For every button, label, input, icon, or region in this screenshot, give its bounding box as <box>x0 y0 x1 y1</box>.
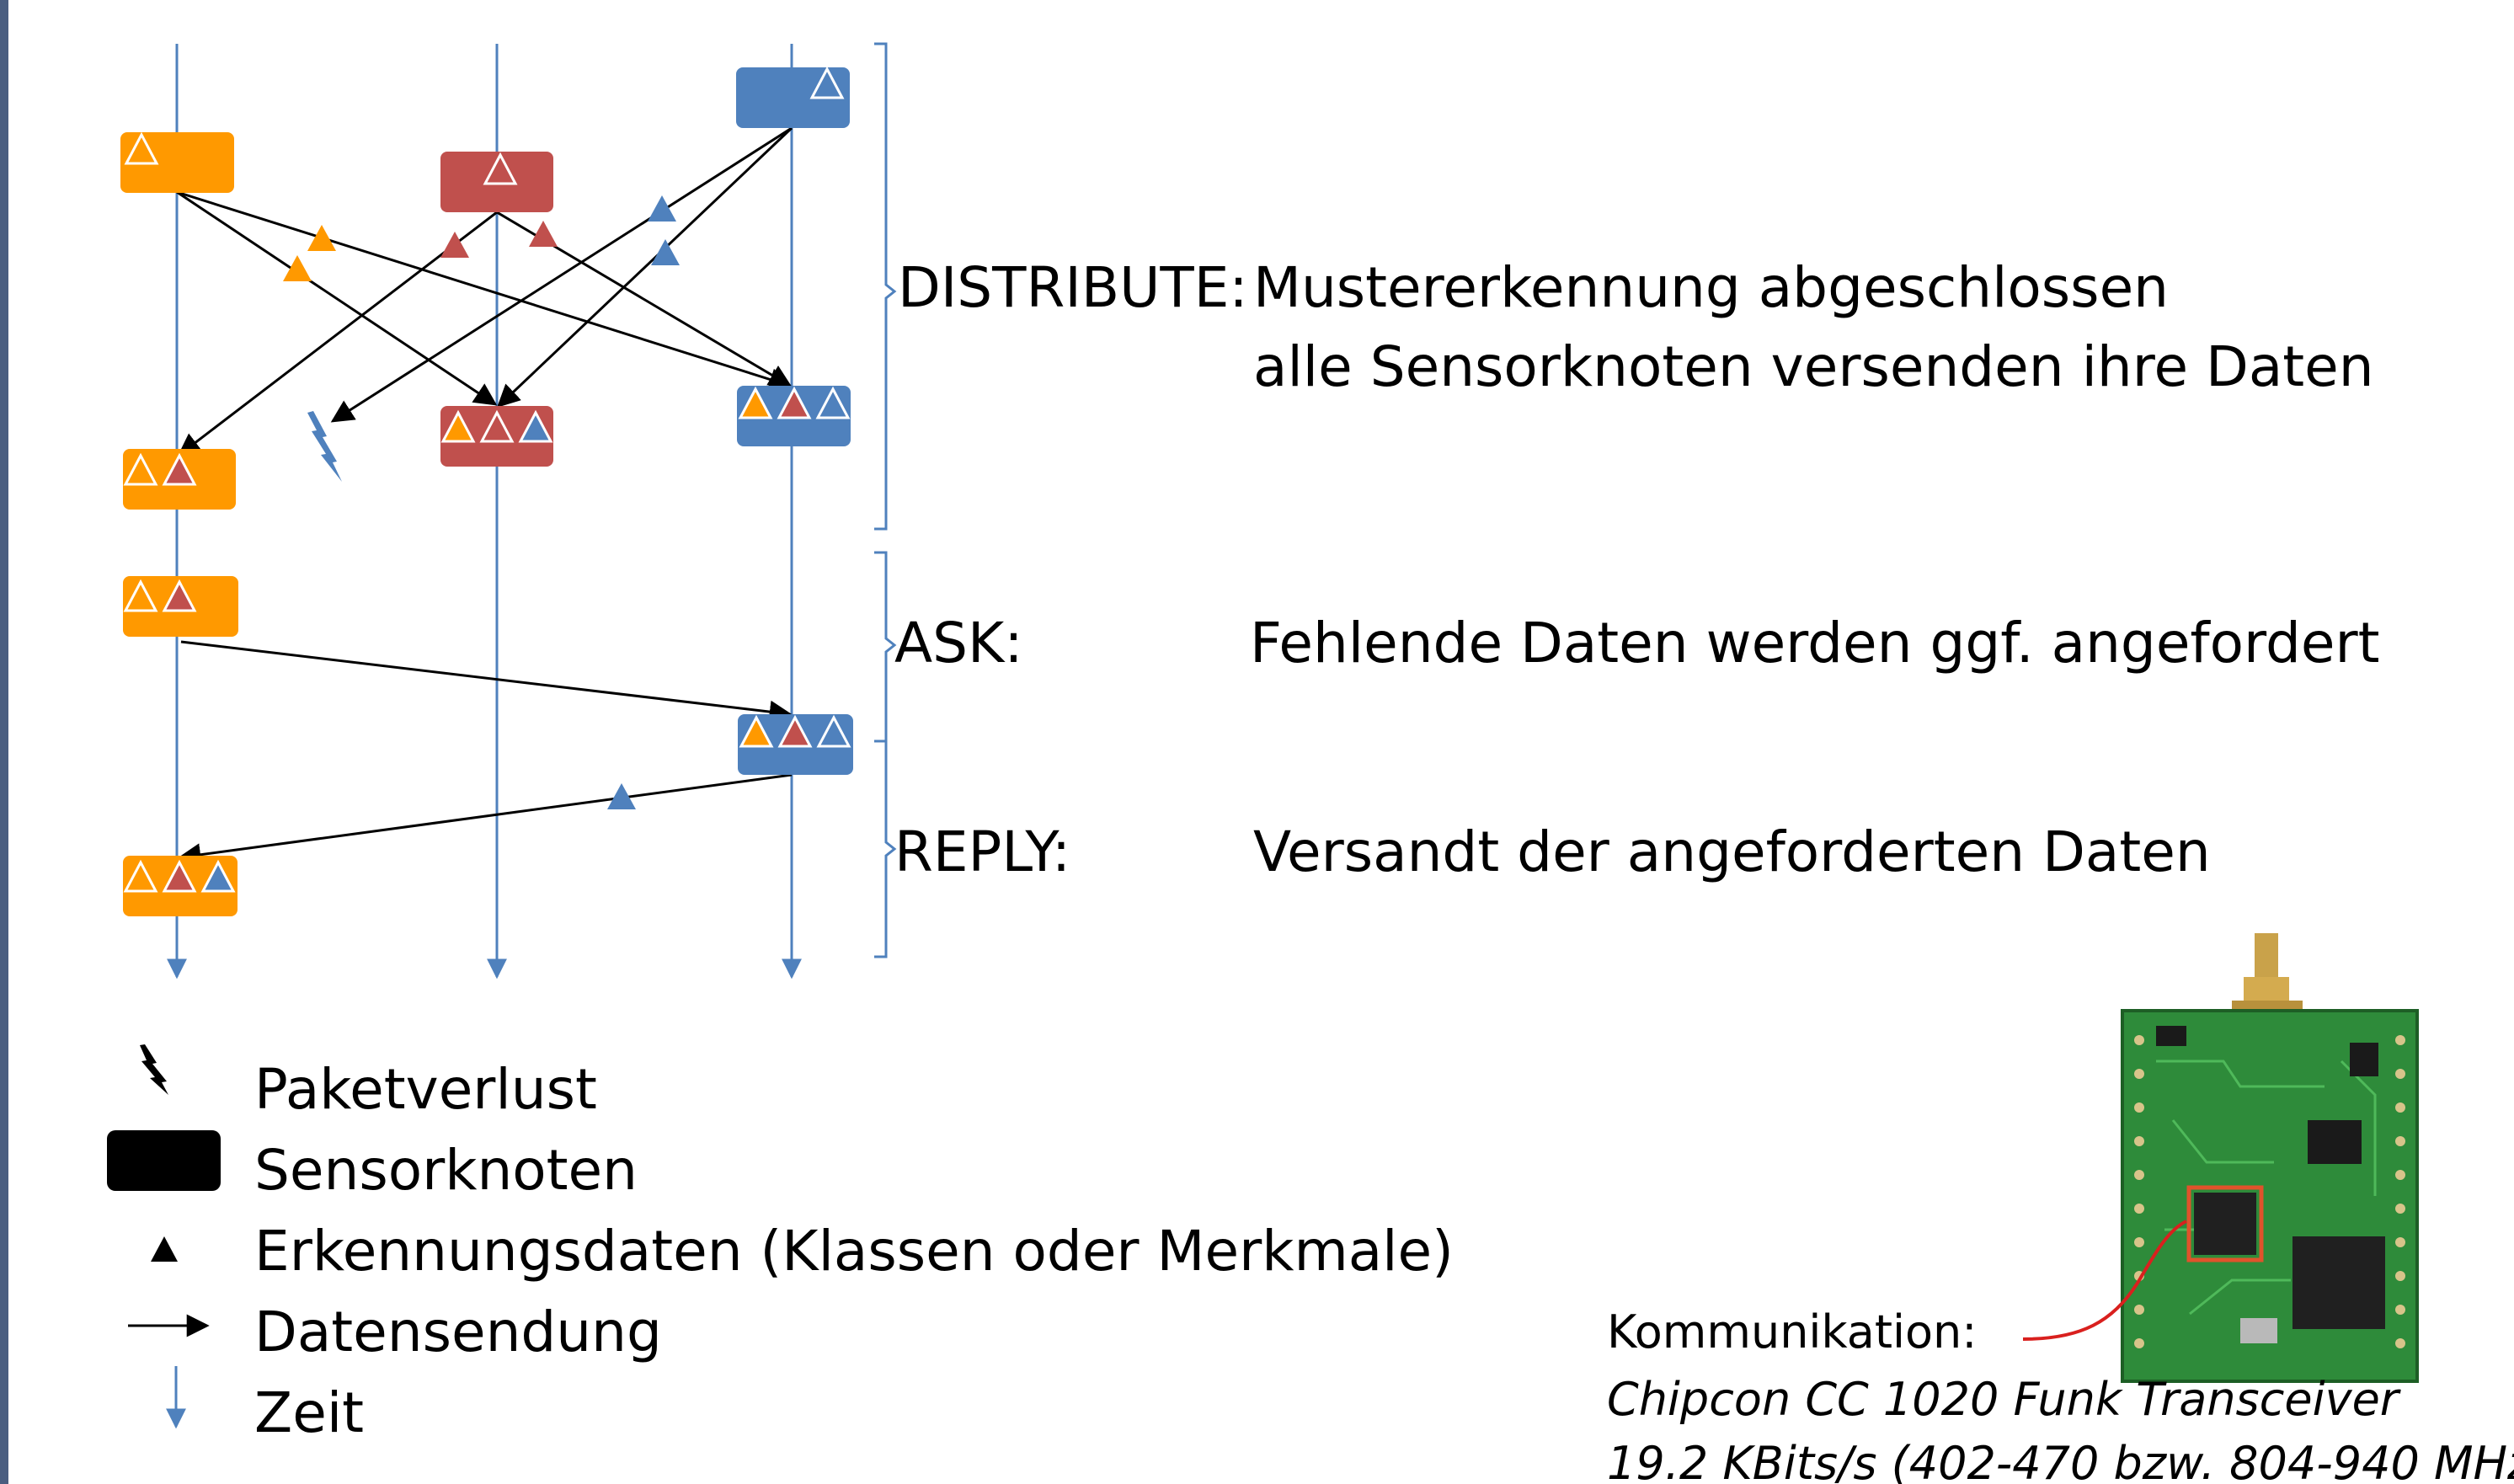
phase-text-reply: Versandt der angeforderten Daten <box>1253 819 2211 884</box>
sensor-nodes <box>120 66 853 916</box>
packet-triangle-orange <box>283 255 312 281</box>
caption-title: Kommunikation: <box>1607 1305 1977 1359</box>
brace-distribute <box>874 42 897 531</box>
message-arrows <box>176 126 793 867</box>
legend-label-sensorknoten: Sensorknoten <box>254 1138 638 1203</box>
packet-triangle-red <box>440 232 469 258</box>
phase-descriptions: DISTRIBUTE: Mustererkennung abgeschlosse… <box>894 255 2380 884</box>
message-arrow <box>180 640 793 723</box>
brace-reply <box>874 741 897 958</box>
packet-triangle-blue <box>651 239 680 265</box>
left-border <box>0 0 8 1484</box>
sensor-node-orange <box>123 449 236 510</box>
transceiver-board-image <box>2121 933 2419 1383</box>
caption: Kommunikation: Chipcon CC 1020 Funk Tran… <box>1607 1305 2514 1484</box>
data-packets <box>283 195 680 809</box>
lightning-icon <box>140 1044 168 1095</box>
legend-label-erkennungsdaten: Erkennungsdaten (Klassen oder Merkmale) <box>254 1219 1454 1284</box>
sensor-node-orange <box>123 856 238 916</box>
brace-ask <box>874 551 897 743</box>
packet-triangle-blue <box>607 783 636 809</box>
packet-triangle-orange <box>307 225 336 251</box>
triangle-icon <box>151 1236 178 1262</box>
sensor-node-blue <box>737 386 851 446</box>
phase-label-reply: REPLY: <box>894 819 1070 884</box>
sensor-node-red <box>440 152 553 212</box>
message-arrow <box>178 773 793 867</box>
phase-braces <box>874 42 897 958</box>
sensor-node-blue <box>736 66 850 128</box>
callout-arrow <box>2022 1220 2187 1341</box>
phase-text-distribute-1: Mustererkennung abgeschlossen <box>1253 255 2169 320</box>
message-arrow <box>176 190 498 406</box>
chip-highlight <box>2186 1185 2264 1262</box>
legend-label-zeit: Zeit <box>254 1380 364 1445</box>
caption-line-2: 19.2 KBits/s (402-470 bzw. 804-940 MHz) <box>1607 1437 2514 1484</box>
packet-triangle-red <box>529 221 558 247</box>
phase-label-ask: ASK: <box>894 611 1023 675</box>
legend-label-paketverlust: Paketverlust <box>254 1057 597 1122</box>
sensor-node-red <box>440 406 553 467</box>
phase-label-distribute: DISTRIBUTE: <box>898 255 1248 320</box>
message-arrow <box>497 126 793 408</box>
sensor-node-icon <box>107 1130 221 1191</box>
packet-triangle-blue <box>648 195 676 222</box>
legend-label-datensendung: Datensendung <box>254 1300 662 1364</box>
sensor-node-orange <box>120 131 234 193</box>
phase-text-ask: Fehlende Daten werden ggf. angefordert <box>1250 611 2380 675</box>
message-arrow <box>330 126 793 423</box>
packet-loss-lightning-icon <box>307 411 342 482</box>
caption-line-1: Chipcon CC 1020 Funk Transceiver <box>1607 1373 2401 1426</box>
legend: Paketverlust Sensorknoten Erkennungsdate… <box>107 1044 1454 1445</box>
phase-text-distribute-2: alle Sensorknoten versenden ihre Daten <box>1253 334 2374 399</box>
sensor-node-orange <box>123 576 238 637</box>
sensor-node-blue <box>738 714 853 775</box>
message-arrow <box>176 190 793 391</box>
